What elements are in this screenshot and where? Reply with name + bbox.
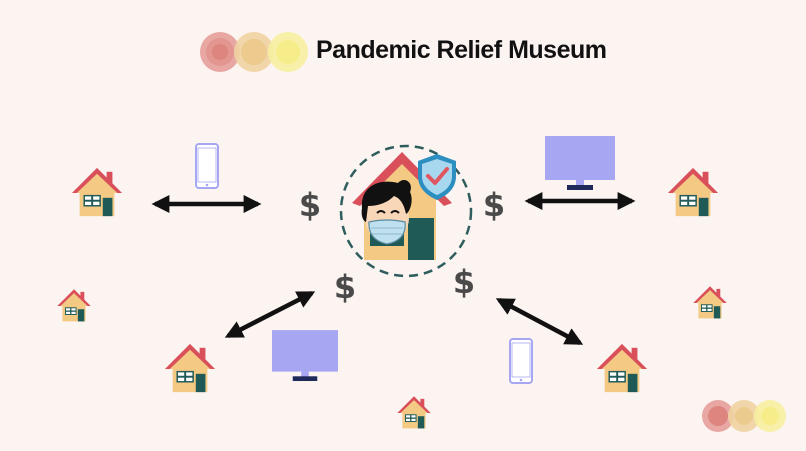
dollar-sign-bottom-left: $ (334, 268, 356, 306)
arrow-icon-bottom-right (495, 298, 584, 345)
house-icon-small-right (692, 285, 728, 320)
phone-icon-top-left (195, 143, 219, 189)
house-icon-bottom-left (163, 342, 217, 394)
house-icon-small-bottom (396, 395, 432, 430)
dollar-sign-bottom-right: $ (453, 263, 475, 301)
house-icon-small-left (56, 288, 92, 323)
dollar-sign-right: $ (483, 186, 505, 224)
center-hub-icon (339, 144, 473, 278)
corner-circles-icon (702, 400, 786, 432)
house-icon-right (666, 166, 720, 218)
monitor-icon-top-right (545, 136, 615, 190)
page-title: Pandemic Relief Museum (316, 36, 607, 64)
monitor-icon-bottom-left (272, 330, 338, 382)
phone-icon-bottom-right (509, 338, 533, 384)
arrow-icon-bottom-left (224, 290, 316, 339)
house-icon-bottom-right (595, 342, 649, 394)
house-icon-left (70, 166, 124, 218)
logo-circles-icon (200, 32, 308, 72)
dollar-sign-left: $ (299, 186, 321, 224)
